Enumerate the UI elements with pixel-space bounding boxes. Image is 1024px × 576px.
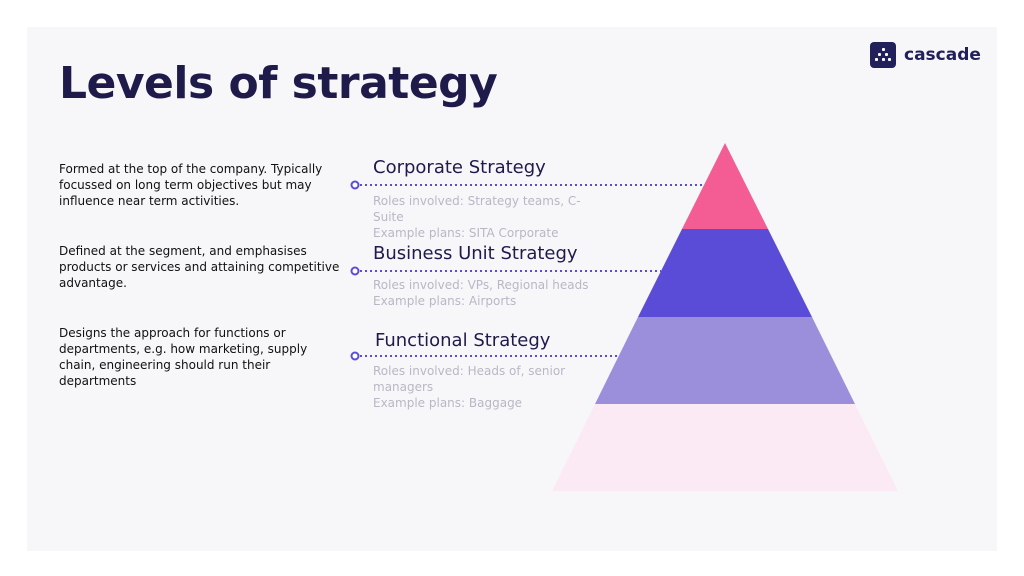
connector-dot: [350, 351, 360, 361]
functional-title: Functional Strategy: [375, 330, 551, 351]
corporate-details: Roles involved: Strategy teams, C-Suite …: [373, 193, 603, 241]
functional-details: Roles involved: Heads of, senior manager…: [373, 363, 588, 411]
pyramid-layer-functional: [595, 317, 855, 404]
corporate-plans: Example plans: SITA Corporate: [373, 226, 559, 240]
functional-roles: Roles involved: Heads of, senior manager…: [373, 364, 566, 394]
brand-logo: cascade: [870, 42, 981, 68]
business-roles: Roles involved: VPs, Regional heads: [373, 278, 589, 292]
cascade-logo-icon: [870, 42, 896, 68]
pyramid-layer-base: [552, 404, 898, 491]
connector-lines: [360, 184, 704, 357]
pyramid-layer-business: [638, 229, 812, 317]
business-description: Defined at the segment, and emphasises p…: [59, 244, 340, 290]
business-plans: Example plans: Airports: [373, 294, 517, 308]
business-title: Business Unit Strategy: [373, 243, 578, 264]
connector-dot: [350, 266, 360, 276]
business-details: Roles involved: VPs, Regional heads Exam…: [373, 277, 603, 309]
page-title: Levels of strategy: [59, 58, 498, 109]
brand-name: cascade: [904, 45, 981, 65]
corporate-roles: Roles involved: Strategy teams, C-Suite: [373, 194, 581, 224]
functional-plans: Example plans: Baggage: [373, 396, 523, 410]
connector-dot: [350, 180, 360, 190]
corporate-description: Formed at the top of the company. Typica…: [59, 162, 323, 208]
functional-description: Designs the approach for functions or de…: [59, 326, 308, 388]
corporate-title: Corporate Strategy: [373, 157, 546, 178]
pyramid-layer-corporate: [682, 143, 768, 229]
